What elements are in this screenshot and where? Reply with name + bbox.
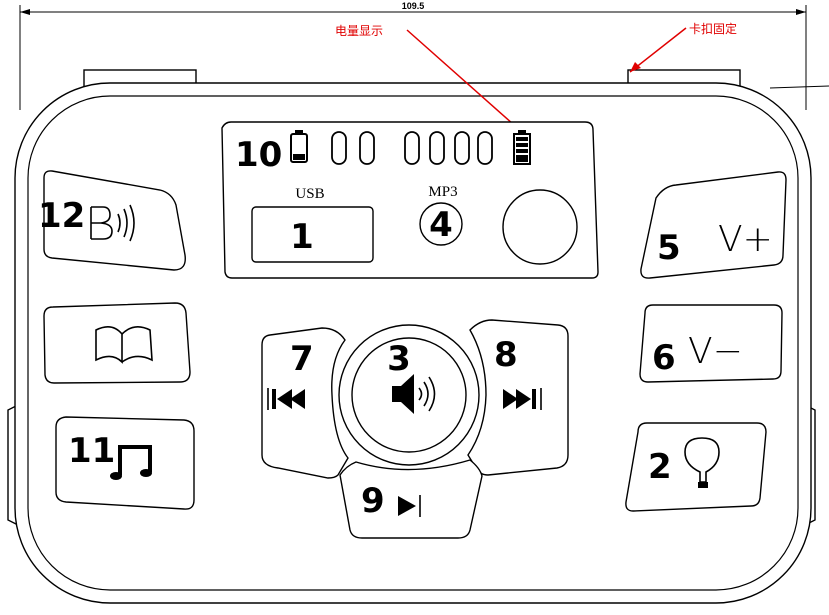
battery-segment — [454, 131, 470, 165]
usb-label: USB — [295, 186, 324, 202]
music-note-icon — [110, 445, 152, 480]
battery-segment — [359, 131, 375, 165]
label-6: 6 — [652, 338, 676, 378]
previous-track-icon — [267, 388, 305, 410]
round-knob[interactable] — [502, 189, 578, 265]
music-button[interactable]: 11 — [55, 416, 195, 510]
dimension-value: 109.5 — [402, 1, 425, 11]
label-2: 2 — [648, 447, 672, 487]
volume-up-button[interactable]: 5 V+ — [640, 171, 787, 279]
label-12: 12 — [38, 196, 85, 236]
label-3: 3 — [387, 339, 411, 379]
previous-track-button[interactable]: 7 — [261, 327, 349, 479]
battery-display-label: 电量显示 — [335, 24, 383, 38]
light-button[interactable]: 2 — [625, 422, 767, 512]
label-11: 11 — [68, 431, 115, 471]
battery-indicator-row: 10 — [235, 130, 531, 175]
usb-port[interactable] — [251, 206, 374, 263]
play-pause-icon — [398, 495, 421, 517]
battery-segment — [404, 131, 420, 165]
book-button[interactable] — [43, 302, 191, 384]
clip-fix-annotation: 卡扣固定 — [629, 21, 737, 73]
battery-segment — [429, 131, 445, 165]
label-1: 1 — [290, 217, 314, 257]
label-4: 4 — [429, 205, 453, 245]
label-5: 5 — [657, 228, 681, 268]
bluetooth-icon — [90, 204, 135, 242]
battery-segment — [331, 131, 347, 165]
label-9: 9 — [361, 481, 385, 521]
device-body-inner — [27, 95, 799, 591]
clip-fix-label: 卡扣固定 — [689, 21, 737, 36]
bluetooth-button[interactable]: 12 — [38, 170, 186, 271]
next-track-icon — [503, 388, 542, 410]
volume-down-button[interactable]: 6 V− — [639, 304, 783, 383]
mp3-indicator[interactable] — [419, 202, 463, 246]
battery-icon — [290, 130, 308, 163]
label-10: 10 — [235, 135, 282, 175]
mp3-label: MP3 — [428, 184, 457, 200]
light-bulb-icon — [684, 437, 720, 488]
speaker-icon — [392, 374, 436, 414]
label-8: 8 — [494, 335, 518, 375]
label-7: 7 — [290, 339, 314, 379]
volume-up-label: V+ — [718, 219, 773, 260]
volume-down-label: V− — [688, 331, 743, 372]
battery-segment — [477, 131, 493, 165]
book-icon — [95, 326, 153, 364]
play-pause-button[interactable]: 9 — [339, 459, 483, 539]
speaker-button[interactable]: 3 — [338, 324, 480, 466]
next-track-button[interactable]: 8 — [467, 319, 569, 476]
battery-full-icon — [513, 130, 531, 165]
dimension-line: 109.5 — [19, 1, 807, 110]
